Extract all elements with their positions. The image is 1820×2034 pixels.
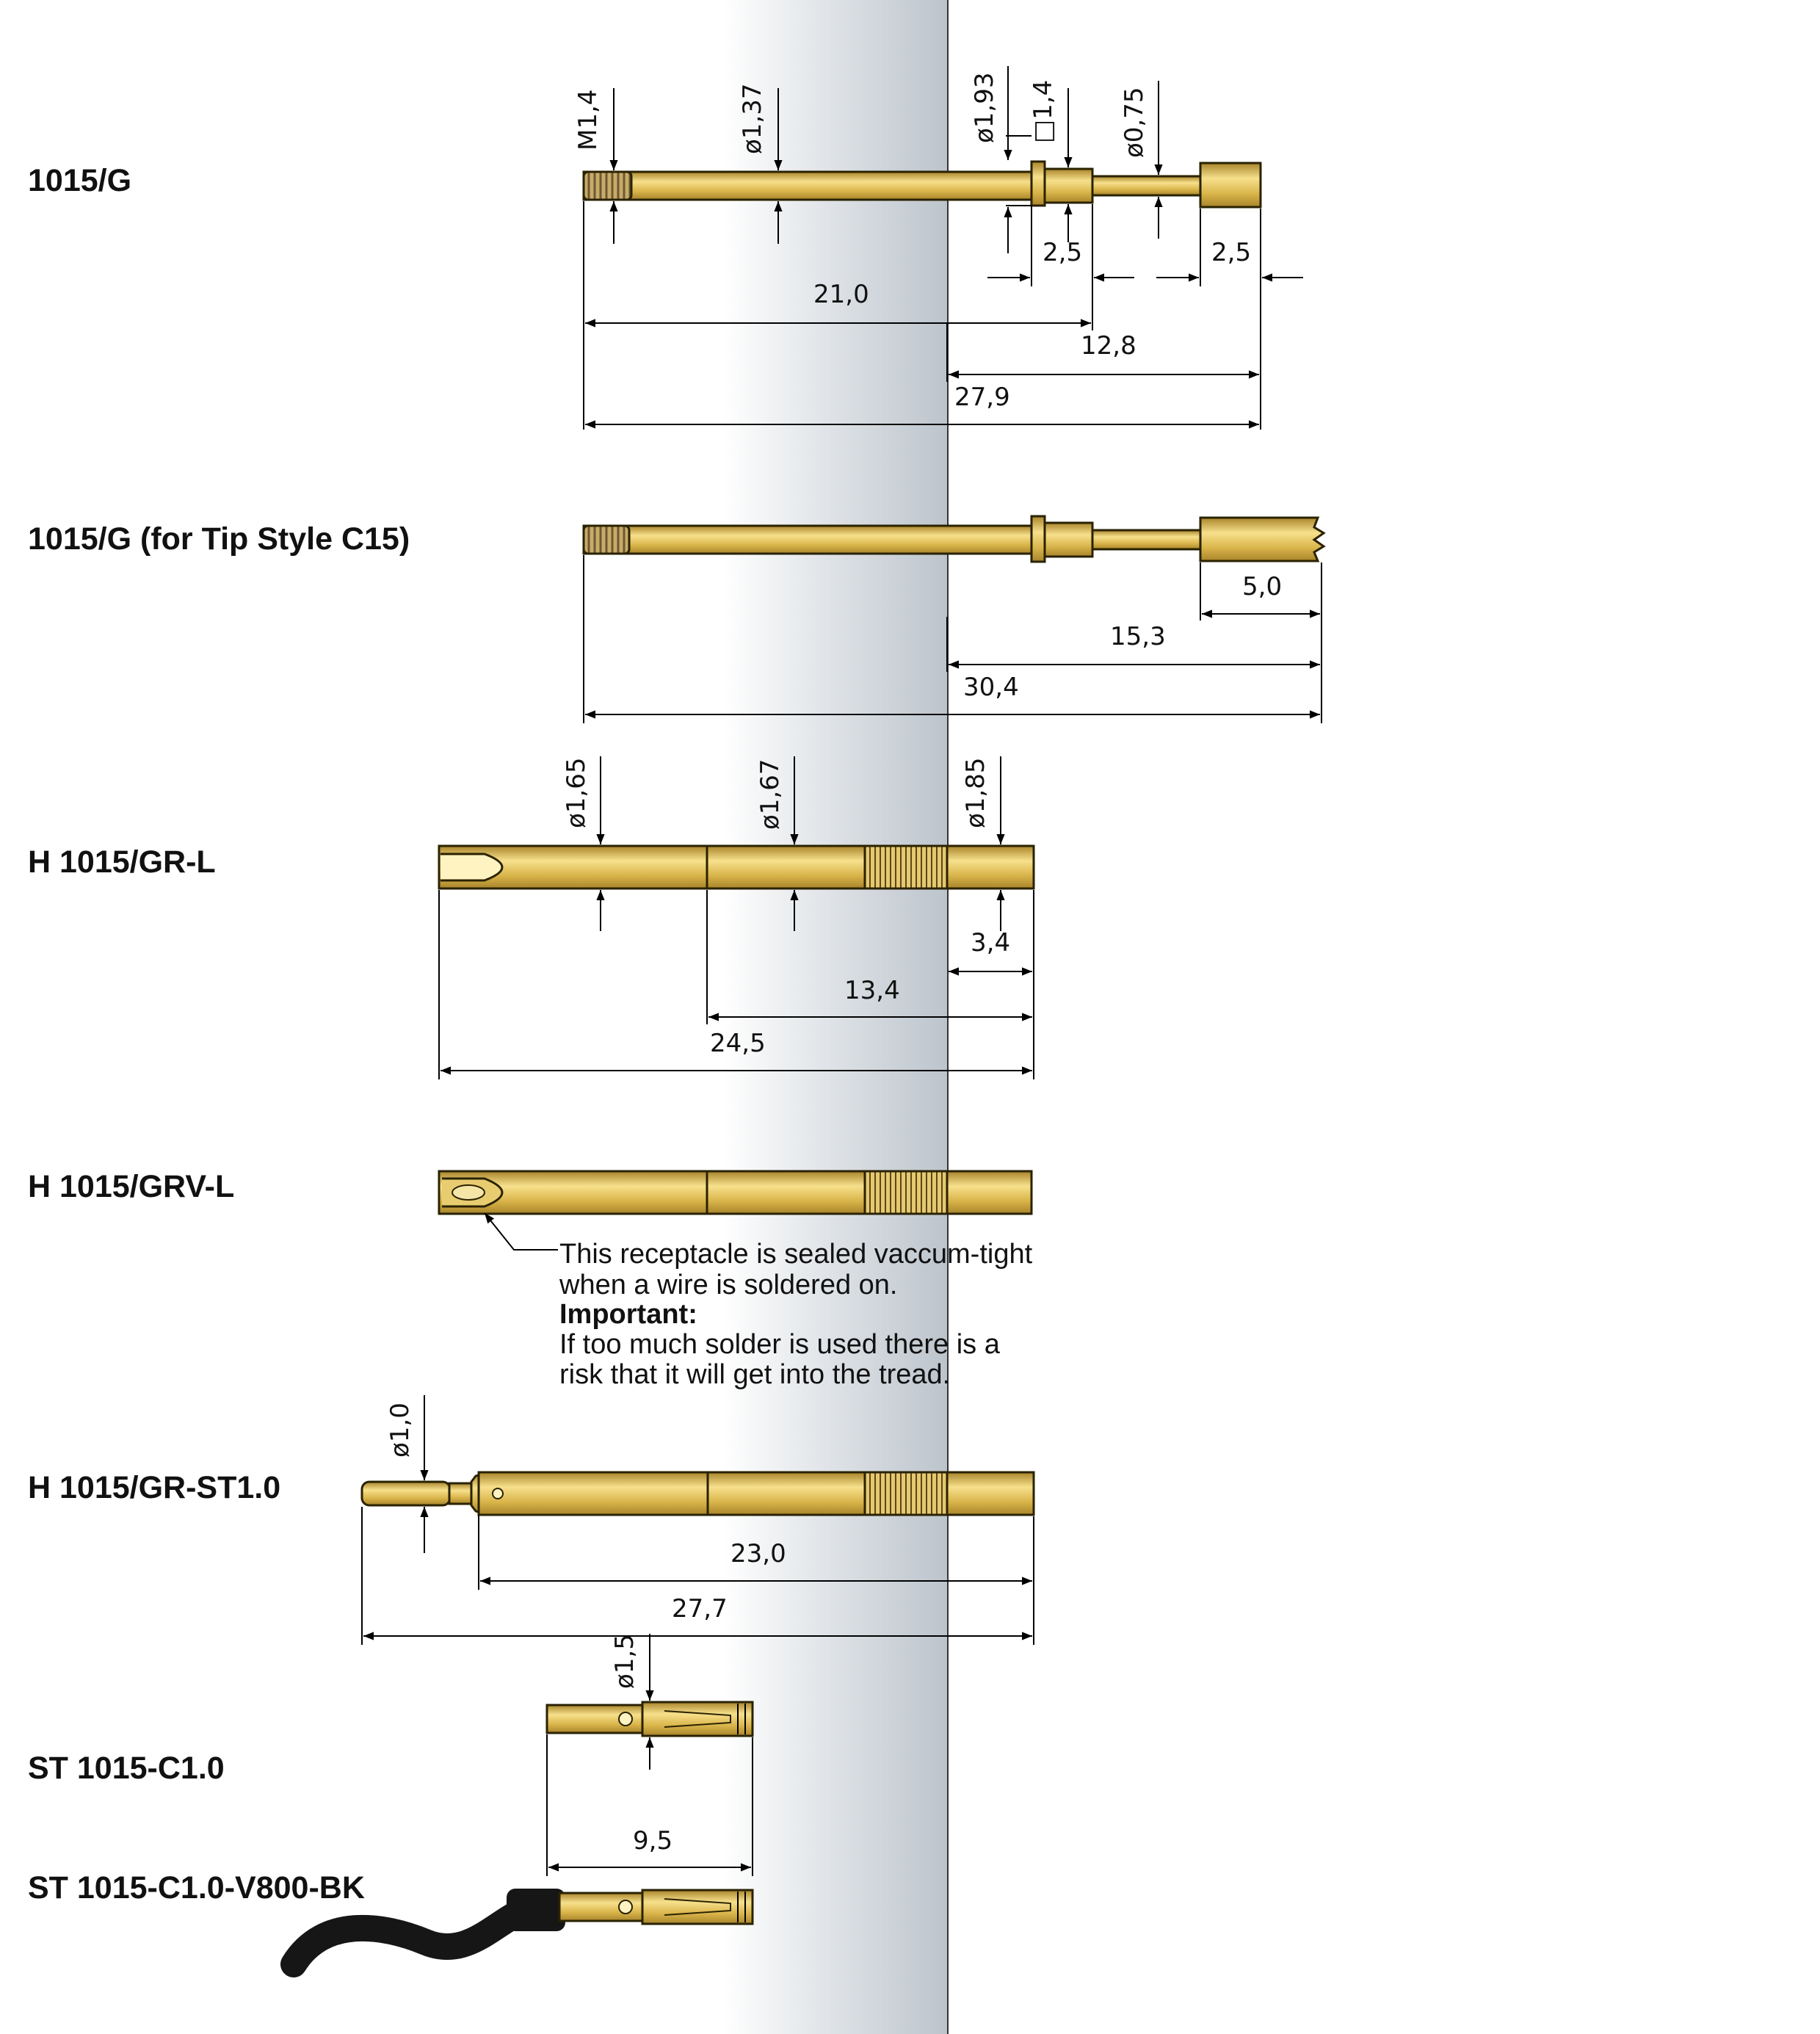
probe-square: [1043, 521, 1094, 558]
inspection-hole: [618, 1712, 633, 1726]
note-line: risk that it will get into the tread.: [559, 1359, 950, 1390]
dimension-label: ø1,5: [610, 1634, 639, 1689]
part-label: ST 1015-C1.0-V800-BK: [28, 1870, 365, 1905]
probe-neck: [1091, 529, 1204, 551]
probe-thread: [582, 170, 633, 201]
dimension-label: 27,7: [672, 1594, 728, 1624]
probe-neck: [1091, 175, 1204, 197]
pin-step: [448, 1482, 473, 1505]
dimension-label: 27,9: [954, 383, 1010, 412]
crimp-contact: [641, 1889, 754, 1925]
receptacle-head: [946, 844, 1035, 890]
contact-slot: [664, 1710, 731, 1728]
part-label: 1015/G (for Tip Style C15): [28, 521, 410, 557]
dimension-label: 3,4: [971, 928, 1010, 958]
dimension-label: ø1,0: [385, 1403, 415, 1458]
probe-collar: [1030, 515, 1046, 563]
part-label: H 1015/GRV-L: [28, 1169, 234, 1204]
crimp-contact: [641, 1701, 754, 1737]
dimension-label: 24,5: [710, 1029, 766, 1058]
knurl: [863, 844, 949, 890]
probe-shaft: [582, 524, 1037, 555]
dimension-label: 2,5: [1211, 238, 1251, 267]
probe-thread: [582, 524, 631, 555]
part-h-1015-gr-l: H 1015/GR-L ø1,65 ø1,67 ø1,85 3,4 13,4 2…: [28, 756, 1035, 1079]
part-st-1015-c1: ST 1015-C1.0 ø1,5 9,5: [28, 1634, 754, 1876]
note-leader: [484, 1212, 558, 1251]
dimension-label: 13,4: [844, 976, 900, 1005]
contact-slot: [664, 1898, 731, 1916]
dimension-label: 15,3: [1110, 622, 1166, 651]
part-h-1015-gr-st1: H 1015/GR-ST1.0 ø1,0 23,0 27,7: [28, 1395, 1035, 1645]
pin-tip: [360, 1480, 452, 1507]
part-label: ST 1015-C1.0: [28, 1751, 225, 1786]
receptacle-body: [477, 1471, 709, 1516]
receptacle-head: [946, 1170, 1033, 1215]
part-label: 1015/G: [28, 163, 131, 198]
dimension-label: ø1,65: [562, 757, 591, 828]
dimension-label: 12,8: [1081, 331, 1136, 361]
crown-tip: [1199, 516, 1326, 562]
dimension-label: M1,4: [573, 90, 603, 151]
dimension-label: 23,0: [730, 1539, 786, 1568]
vent-hole: [492, 1488, 504, 1499]
probe-square: [1043, 167, 1094, 204]
note-line: when a wire is soldered on.: [559, 1270, 897, 1300]
knurl: [863, 1170, 949, 1215]
dimension-label: 9,5: [633, 1826, 672, 1856]
dimension-label: 2,5: [1043, 238, 1082, 267]
dimension-label: 21,0: [813, 280, 869, 309]
dimension-label: 5,0: [1242, 572, 1282, 601]
part-h-1015-grv-l: H 1015/GRV-L This receptacle is sealed v…: [28, 1169, 1033, 1390]
insulated-wire: [280, 1894, 571, 1977]
dimension-label: ø1,37: [738, 83, 767, 154]
note-line: If too much solder is used there is a: [559, 1329, 1001, 1360]
receptacle-body: [706, 1471, 866, 1516]
dimension-label: ø0,75: [1120, 87, 1149, 158]
part-st-1015-c1-v800-bk: ST 1015-C1.0-V800-BK: [28, 1870, 754, 1977]
dimension-label: 30,4: [963, 673, 1019, 702]
dimension-label: □1,4: [1029, 80, 1058, 143]
receptacle-head: [946, 1471, 1035, 1516]
part-label: H 1015/GR-ST1.0: [28, 1470, 280, 1505]
probe-collar: [1030, 160, 1046, 207]
sealed-slot-hole: [452, 1184, 485, 1201]
insulation-sleeve: [507, 1889, 565, 1931]
dimension-label: ø1,93: [970, 72, 999, 143]
solder-slot: [441, 853, 504, 882]
probe-shaft: [582, 170, 1037, 201]
note-heading: Important:: [559, 1299, 697, 1330]
probe-head: [1199, 162, 1262, 209]
solder-note: This receptacle is sealed vaccum-tight w…: [559, 1239, 1033, 1390]
note-line: This receptacle is sealed vaccum-tight: [559, 1239, 1033, 1270]
part-1015-g-c15: 1015/G (for Tip Style C15) 5,0 15,3 30,4: [28, 515, 1326, 723]
receptacle-body: [706, 844, 866, 890]
dimension-label: ø1,67: [755, 759, 785, 830]
part-1015-g: 1015/G M1,4 ø1,37 ø1,93 □1,4 ø0,75 2,5: [28, 66, 1303, 430]
dimension-label: ø1,85: [961, 757, 990, 828]
inspection-hole: [618, 1900, 633, 1914]
part-label: H 1015/GR-L: [28, 844, 216, 880]
knurl: [863, 1471, 949, 1516]
receptacle-body: [706, 1170, 866, 1215]
